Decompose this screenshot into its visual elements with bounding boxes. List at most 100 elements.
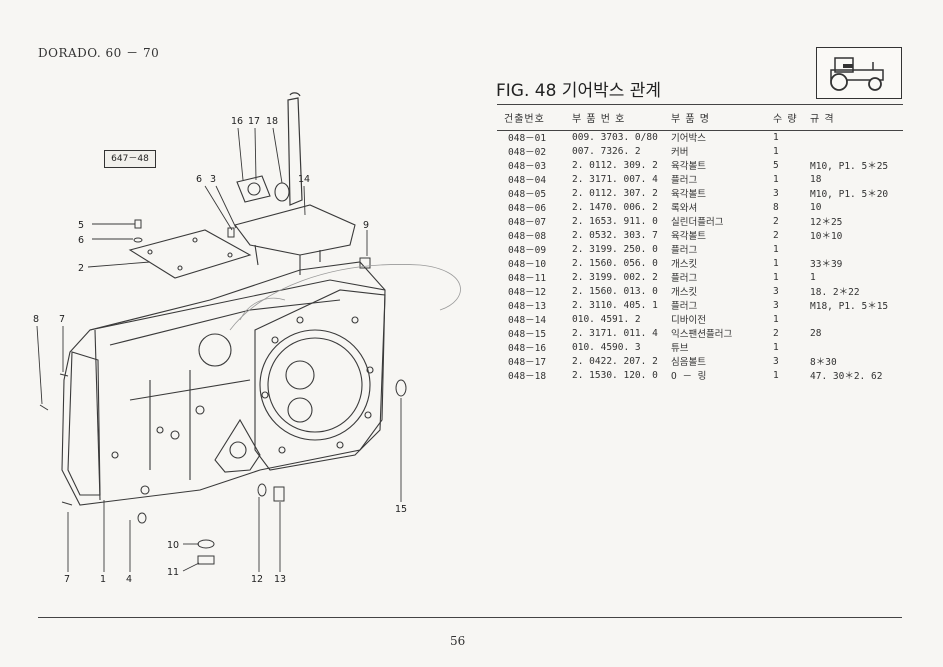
- callout-7-top: 7: [59, 314, 65, 325]
- cell-quantity: 8: [773, 201, 779, 213]
- table-header-rule: [497, 130, 903, 131]
- cell-ref-no: 048－13: [508, 301, 547, 312]
- table-row: 048－04 2. 3171. 007. 4 플러그 1 18: [498, 172, 920, 187]
- col-header-quantity: 수 량: [773, 113, 798, 125]
- col-header-ref-no: 건출번호: [504, 113, 545, 125]
- divider-part: [234, 204, 356, 275]
- cell-part-name: 기어박스: [671, 133, 706, 144]
- cell-part-no: 010. 4591. 2: [572, 313, 641, 325]
- table-header-row: 건출번호 부 품 번 호 부 품 명 수 량 규 격: [498, 104, 920, 130]
- cell-part-no: 2. 0422. 207. 2: [572, 355, 658, 367]
- cell-ref-no: 048－17: [508, 357, 547, 368]
- page-header: DORADO. 60 － 70: [38, 46, 160, 60]
- col-header-part-no: 부 품 번 호: [572, 113, 626, 125]
- cell-part-name: 디바이전: [671, 315, 706, 326]
- cell-part-no: 2. 3171. 007. 4: [572, 173, 658, 185]
- sketch-lines: [229, 264, 461, 331]
- cell-part-no: 007. 7326. 2: [572, 145, 641, 157]
- cell-spec: 8＊30: [810, 357, 837, 368]
- cell-part-no: 2. 3199. 002. 2: [572, 271, 658, 283]
- table-top-rule: [497, 104, 903, 105]
- callout-7-bottom: 7: [64, 574, 70, 585]
- gearbox-housing: [61, 261, 386, 506]
- cell-part-name: 커버: [671, 147, 689, 158]
- cell-ref-no: 048－01: [508, 133, 547, 144]
- cell-ref-no: 048－07: [508, 217, 547, 228]
- cell-part-no: 2. 1560. 013. 0: [572, 285, 658, 297]
- callout-4: 4: [126, 574, 132, 585]
- cell-spec: 1: [810, 271, 816, 283]
- cell-part-name: 개스킷: [671, 287, 698, 298]
- cell-spec: 18: [810, 173, 822, 185]
- tractor-icon: [830, 57, 884, 91]
- cell-part-name: 플러그: [671, 175, 698, 186]
- cell-ref-no: 048－08: [508, 231, 547, 242]
- callout-8: 8: [33, 314, 39, 325]
- footer-rule: [38, 617, 902, 618]
- cell-spec: 10＊10: [810, 231, 843, 242]
- tractor-icon-box: [816, 47, 902, 99]
- cell-spec: 18. 2＊22: [810, 287, 860, 298]
- cell-ref-no: 048－03: [508, 161, 547, 172]
- cell-ref-no: 048－14: [508, 315, 547, 326]
- cell-spec: M10, P1. 5＊20: [810, 189, 889, 200]
- cell-ref-no: 048－11: [508, 273, 547, 284]
- cell-quantity: 2: [773, 229, 779, 241]
- cell-part-no: 2. 1560. 056. 0: [572, 257, 658, 269]
- cell-part-name: 플러그: [671, 273, 698, 284]
- cell-quantity: 3: [773, 355, 779, 367]
- col-header-spec: 규 격: [810, 113, 835, 125]
- callout-11: 11: [167, 567, 179, 578]
- cell-ref-no: 048－15: [508, 329, 547, 340]
- cell-part-no: 2. 0112. 309. 2: [572, 159, 658, 171]
- cover-plate: [128, 229, 252, 279]
- cell-part-name: 플러그: [671, 245, 698, 256]
- cell-part-no: 2. 3171. 011. 4: [572, 327, 658, 339]
- cell-ref-no: 048－09: [508, 245, 547, 256]
- cell-part-no: 2. 3110. 405. 1: [572, 299, 658, 311]
- figure-title: FIG. 48 기어박스 관계: [496, 81, 662, 101]
- bolts-small-parts: [39, 219, 407, 565]
- cell-spec: 10: [810, 201, 822, 213]
- callout-15: 15: [395, 504, 407, 515]
- cell-quantity: 2: [773, 215, 779, 227]
- cell-quantity: 5: [773, 159, 779, 171]
- callout-leader-lines: [36, 127, 402, 572]
- col-header-part-name: 부 품 명: [671, 113, 710, 125]
- page-number: 56: [450, 634, 466, 648]
- cell-quantity: 1: [773, 243, 779, 255]
- cell-part-name: 튜브: [671, 343, 689, 354]
- cell-ref-no: 048－02: [508, 147, 547, 158]
- cell-quantity: 1: [773, 257, 779, 269]
- cell-ref-no: 048－18: [508, 371, 547, 382]
- cell-part-name: 플러그: [671, 301, 698, 312]
- callout-5: 5: [78, 220, 84, 231]
- cell-ref-no: 048－04: [508, 175, 547, 186]
- cell-part-no: 2. 0532. 303. 7: [572, 229, 658, 241]
- callout-2: 2: [78, 263, 84, 274]
- cell-ref-no: 048－10: [508, 259, 547, 270]
- cell-ref-no: 048－16: [508, 343, 547, 354]
- callout-6-top: 6: [196, 174, 202, 185]
- cell-part-name: 록와셔: [671, 203, 698, 214]
- callout-3: 3: [210, 174, 216, 185]
- cell-quantity: 1: [773, 173, 779, 185]
- cell-quantity: 1: [773, 341, 779, 353]
- cell-spec: 47. 30＊2. 62: [810, 371, 883, 382]
- cell-spec: M18, P1. 5＊15: [810, 301, 889, 312]
- cell-part-no: 2. 1653. 911. 0: [572, 215, 658, 227]
- callout-1: 1: [100, 574, 106, 585]
